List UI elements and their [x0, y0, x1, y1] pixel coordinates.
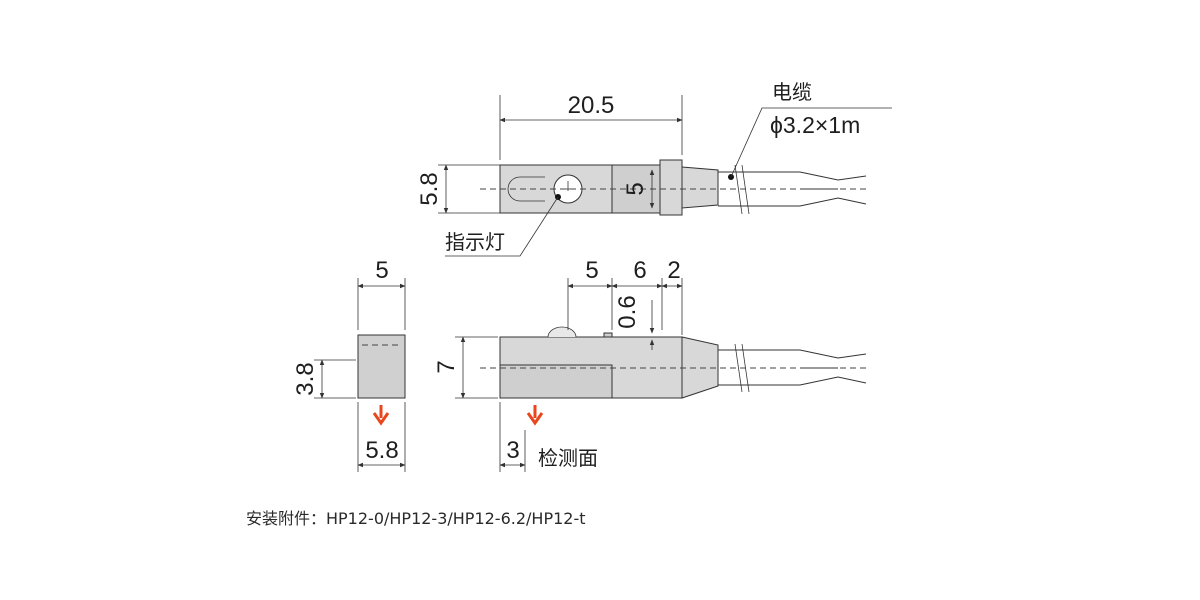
top-view-collar [659, 159, 683, 216]
dim-side-height: 3.8 [292, 362, 319, 395]
dim-front-height: 7 [433, 360, 460, 373]
dim-length: 20.5 [568, 92, 615, 119]
cable-leader [730, 107, 892, 178]
top-cable [718, 171, 800, 207]
top-view: 20.5 5.8 5 电缆 ϕ3.2×1m 指示灯 [416, 80, 892, 257]
indicator-leader [445, 196, 559, 257]
accessory-note: 安装附件：HP12-0/HP12-3/HP12-6.2/HP12-t [246, 509, 586, 528]
detect-arrow-end [372, 405, 390, 426]
dim-side-width: 5 [375, 257, 388, 284]
top-wires [799, 171, 867, 207]
dim-side-bottom: 5.8 [365, 437, 398, 464]
dim-front-5: 5 [585, 257, 598, 284]
indicator-label: 指示灯 [445, 230, 505, 254]
dim-front-6: 6 [633, 257, 646, 284]
cable-spec: ϕ3.2×1m [770, 112, 860, 138]
dim-height-inner: 5 [622, 182, 649, 195]
top-view-slot [507, 176, 545, 202]
top-cable-break [734, 164, 750, 215]
detect-face-label: 检测面 [538, 446, 598, 470]
top-view-strain-relief [681, 166, 719, 209]
end-view: 5 3.8 5.8 [292, 257, 406, 472]
dim-front-3: 3 [506, 437, 519, 464]
cable-label: 电缆 [772, 80, 812, 104]
dim-height-top: 5.8 [416, 172, 443, 205]
detect-arrow-front [526, 405, 544, 426]
front-view: 7 5 6 2 0.6 3 检测面 [433, 257, 870, 472]
dim-front-2: 2 [667, 257, 680, 284]
dim-front-06: 0.6 [614, 295, 641, 328]
